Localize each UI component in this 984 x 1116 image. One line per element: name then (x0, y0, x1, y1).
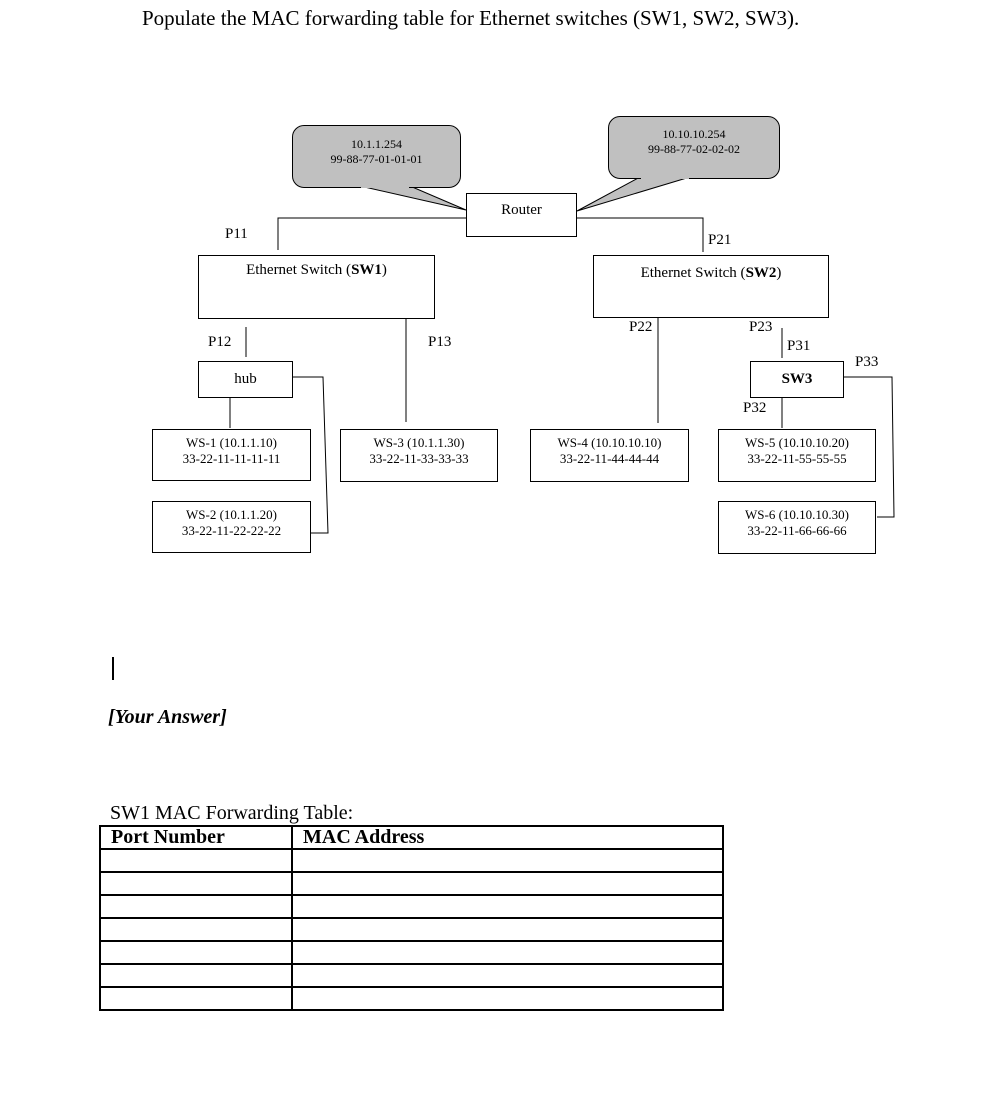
switch-sw2: Ethernet Switch (SW2) (593, 255, 829, 318)
table-header-row: Port Number MAC Address (99, 825, 724, 850)
table-row (99, 917, 724, 942)
switch-name: SW2 (745, 265, 777, 281)
port-p31: P31 (787, 338, 811, 354)
tail-seam (361, 184, 409, 188)
ws-label: WS-6 (10.10.10.30) (745, 507, 849, 522)
mac-cell[interactable] (291, 986, 724, 1011)
mac-cell[interactable] (291, 963, 724, 988)
table-row (99, 871, 724, 896)
ws-label: WS-2 (10.1.1.20) (186, 507, 277, 522)
mac-cell[interactable] (291, 894, 724, 919)
port-p13: P13 (428, 334, 452, 350)
ws-mac: 33-22-11-55-55-55 (747, 451, 847, 466)
instruction-text: Populate the MAC forwarding table for Et… (142, 6, 800, 30)
port-cell[interactable] (99, 940, 293, 965)
workstation-ws5: WS-5 (10.10.10.20) 33-22-11-55-55-55 (718, 429, 876, 482)
switch-sw1: Ethernet Switch (SW1) (198, 255, 435, 319)
ws-mac: 33-22-11-11-11-11 (182, 451, 281, 466)
mac-cell[interactable] (291, 871, 724, 896)
hub-node: hub (198, 361, 293, 398)
bubble-right-tail (576, 176, 691, 212)
table-row (99, 963, 724, 988)
table-title: SW1 MAC Forwarding Table: (110, 802, 354, 824)
answer-placeholder[interactable]: [Your Answer] (108, 706, 227, 728)
port-cell[interactable] (99, 848, 293, 873)
port-cell[interactable] (99, 963, 293, 988)
ws-mac: 33-22-11-66-66-66 (747, 523, 847, 538)
text-cursor (112, 657, 114, 680)
switch-label: Ethernet Switch ( (640, 265, 746, 281)
workstation-ws1: WS-1 (10.1.1.10) 33-22-11-11-11-11 (152, 429, 311, 481)
port-cell[interactable] (99, 871, 293, 896)
switch-sw3: SW3 (750, 361, 844, 398)
port-cell[interactable] (99, 894, 293, 919)
ws-mac: 33-22-11-44-44-44 (559, 451, 660, 466)
ws-mac: 33-22-11-22-22-22 (181, 523, 282, 538)
router-interface-left-callout: 10.1.1.254 99-88-77-01-01-01 (292, 125, 461, 188)
workstation-ws6: WS-6 (10.10.10.30) 33-22-11-66-66-66 (718, 501, 876, 554)
ws-label: WS-1 (10.1.1.10) (186, 435, 277, 450)
callout-ip: 10.10.10.254 (662, 127, 726, 141)
router-interface-right-callout: 10.10.10.254 99-88-77-02-02-02 (608, 116, 780, 179)
port-p21: P21 (708, 232, 732, 248)
port-p32: P32 (743, 400, 767, 416)
link-router-sw2 (576, 217, 704, 252)
link-p33 (843, 376, 895, 518)
sw1-mac-table: Port Number MAC Address (99, 825, 724, 1011)
bubble-left-tail (359, 185, 467, 211)
callout-mac: 99-88-77-01-01-01 (330, 152, 423, 166)
port-cell[interactable] (99, 986, 293, 1011)
ws-label: WS-4 (10.10.10.10) (557, 435, 662, 450)
table-row (99, 986, 724, 1011)
callout-mac: 99-88-77-02-02-02 (648, 142, 740, 156)
header-mac-address: MAC Address (291, 825, 724, 850)
port-p11: P11 (225, 226, 248, 242)
network-links (229, 176, 895, 534)
mac-cell[interactable] (291, 848, 724, 873)
port-cell[interactable] (99, 917, 293, 942)
workstation-ws2: WS-2 (10.1.1.20) 33-22-11-22-22-22 (152, 501, 311, 553)
port-p33: P33 (855, 354, 879, 370)
switch-label: Ethernet Switch ( (246, 262, 352, 278)
router-node: Router (466, 193, 577, 237)
mac-cell[interactable] (291, 917, 724, 942)
header-port-number: Port Number (99, 825, 293, 850)
table-row (99, 940, 724, 965)
ws-label: WS-5 (10.10.10.20) (745, 435, 849, 450)
port-p22: P22 (629, 319, 653, 335)
workstation-ws4: WS-4 (10.10.10.10) 33-22-11-44-44-44 (530, 429, 689, 482)
table-row (99, 848, 724, 873)
ws-mac: 33-22-11-33-33-33 (369, 451, 469, 466)
callout-ip: 10.1.1.254 (351, 137, 402, 151)
link-router-sw1 (277, 217, 466, 250)
port-p23: P23 (749, 319, 773, 335)
link-hub-ws2 (292, 376, 329, 534)
switch-label-end: ) (776, 265, 782, 281)
table-row (99, 894, 724, 919)
switch-name: SW1 (351, 262, 382, 278)
tail-seam (641, 175, 689, 179)
workstation-ws3: WS-3 (10.1.1.30) 33-22-11-33-33-33 (340, 429, 498, 482)
port-p12: P12 (208, 334, 232, 350)
ws-label: WS-3 (10.1.1.30) (373, 435, 465, 450)
mac-cell[interactable] (291, 940, 724, 965)
switch-label-end: ) (381, 262, 387, 278)
